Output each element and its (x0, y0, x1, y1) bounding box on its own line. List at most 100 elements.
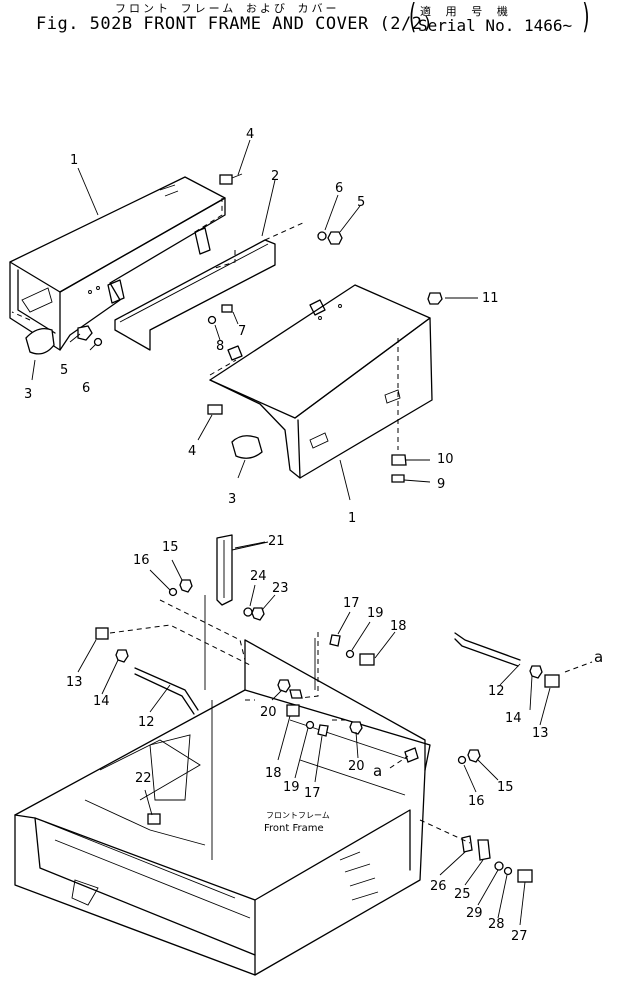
bolt-9-icon (391, 474, 405, 483)
nut-11-icon (427, 292, 443, 305)
label-26: 26 (430, 879, 447, 894)
label-1a: 1 (70, 153, 78, 168)
label-15a: 15 (162, 540, 179, 555)
figure-title: Fig. 502B FRONT FRAME AND COVER (2/2) (36, 14, 434, 34)
top-fasteners (25, 173, 443, 483)
label-5b: 5 (60, 363, 68, 378)
nut-20a-icon (277, 679, 291, 693)
part-labels: 1 2 4 6 5 11 7 8 5 6 3 4 3 10 9 1 21 15 … (24, 127, 603, 944)
label-29: 29 (466, 906, 483, 921)
rods (134, 632, 521, 715)
bolt-27-icon (517, 869, 533, 883)
label-13b: 13 (532, 726, 549, 741)
nut-23-icon (251, 607, 265, 621)
washer-6b-icon (93, 337, 103, 347)
washer-28-icon (503, 866, 513, 876)
washer-29-icon (494, 861, 504, 871)
bracket-25-icon (477, 839, 491, 861)
label-28: 28 (488, 917, 505, 932)
label-18b: 18 (265, 766, 282, 781)
label-8: 8 (216, 339, 224, 354)
bolt-7-icon (221, 304, 233, 313)
serial-bracket-close: ) (580, 0, 592, 37)
bracket-21 (216, 534, 269, 606)
label-3a: 3 (24, 387, 32, 402)
label-a1: a (594, 648, 603, 666)
label-22: 22 (135, 771, 152, 786)
label-a2: a (373, 762, 382, 780)
label-23: 23 (272, 581, 289, 596)
label-12a: 12 (138, 715, 155, 730)
washer-24-icon (243, 607, 253, 617)
label-11: 11 (482, 291, 499, 306)
washer-6a-icon (317, 231, 327, 241)
label-7: 7 (238, 324, 246, 339)
label-14b: 14 (505, 711, 522, 726)
clip-20a-icon (289, 689, 303, 699)
label-6b: 6 (82, 381, 90, 396)
bottom-leader-lines (77, 541, 593, 926)
label-12b: 12 (488, 684, 505, 699)
bolt-4b-icon (207, 404, 223, 415)
label-4a: 4 (246, 127, 254, 142)
label-15b: 15 (497, 780, 514, 795)
label-16a: 16 (133, 553, 150, 568)
label-18a: 18 (390, 619, 407, 634)
label-6a: 6 (335, 181, 343, 196)
clamp-13b-icon (544, 674, 560, 688)
label-10: 10 (437, 452, 454, 467)
label-1b: 1 (348, 511, 356, 526)
label-14a: 14 (93, 694, 110, 709)
label-19a: 19 (367, 606, 384, 621)
label-20a: 20 (260, 705, 277, 720)
top-leader-lines (31, 139, 478, 501)
cover-bracket (114, 221, 306, 351)
label-17b: 17 (304, 786, 321, 801)
bolt-18b-icon (286, 704, 300, 717)
washer-19b-icon (305, 720, 315, 730)
label-27: 27 (511, 929, 528, 944)
label-24: 24 (250, 569, 267, 584)
title-japanese: フロント フレーム および カバー (115, 2, 340, 15)
washer-19a-icon (345, 649, 355, 659)
bolt-4a-icon (219, 174, 233, 185)
front-frame-label: Front Frame (264, 823, 324, 834)
washer-16b-icon (457, 755, 467, 765)
clip-17a-icon (329, 634, 341, 647)
nut-15a-icon (179, 579, 193, 593)
label-3b: 3 (228, 492, 236, 507)
label-9: 9 (437, 477, 445, 492)
label-16b: 16 (468, 794, 485, 809)
figure-header: フロント フレーム および カバー Fig. 502B FRONT FRAME … (0, 0, 619, 60)
bracket-a-icon (404, 747, 419, 763)
label-2: 2 (271, 169, 279, 184)
clamp-13a-icon (95, 627, 109, 640)
plate-26-icon (461, 835, 473, 853)
rubber-stop-3a-icon (25, 327, 55, 355)
washer-16a-icon (168, 587, 178, 597)
nut-14a-icon (115, 649, 129, 663)
front-frame-label-ja: フロントフレーム (266, 811, 330, 820)
serial-label-japanese: 適 用 号 機 (420, 5, 512, 18)
left-cover (9, 176, 226, 351)
clip-17b-icon (317, 724, 329, 737)
serial-range: Serial No. 1466~ (418, 16, 573, 35)
washer-8-icon (207, 315, 217, 325)
nut-15b-icon (467, 749, 481, 763)
label-17a: 17 (343, 596, 360, 611)
right-cover (209, 284, 433, 479)
serial-bracket-open: ( (406, 0, 418, 37)
label-25: 25 (454, 887, 471, 902)
rubber-stop-3b-icon (231, 435, 263, 459)
nut-20b-icon (349, 721, 363, 735)
label-5a: 5 (357, 195, 365, 210)
bolt-22-icon (147, 813, 161, 825)
bottom-fasteners (95, 579, 560, 883)
label-21: 21 (268, 534, 285, 549)
label-4b: 4 (188, 444, 196, 459)
label-19b: 19 (283, 780, 300, 795)
nut-5b-icon (77, 325, 93, 341)
front-frame (14, 595, 431, 976)
bolt-18a-icon (359, 653, 375, 666)
